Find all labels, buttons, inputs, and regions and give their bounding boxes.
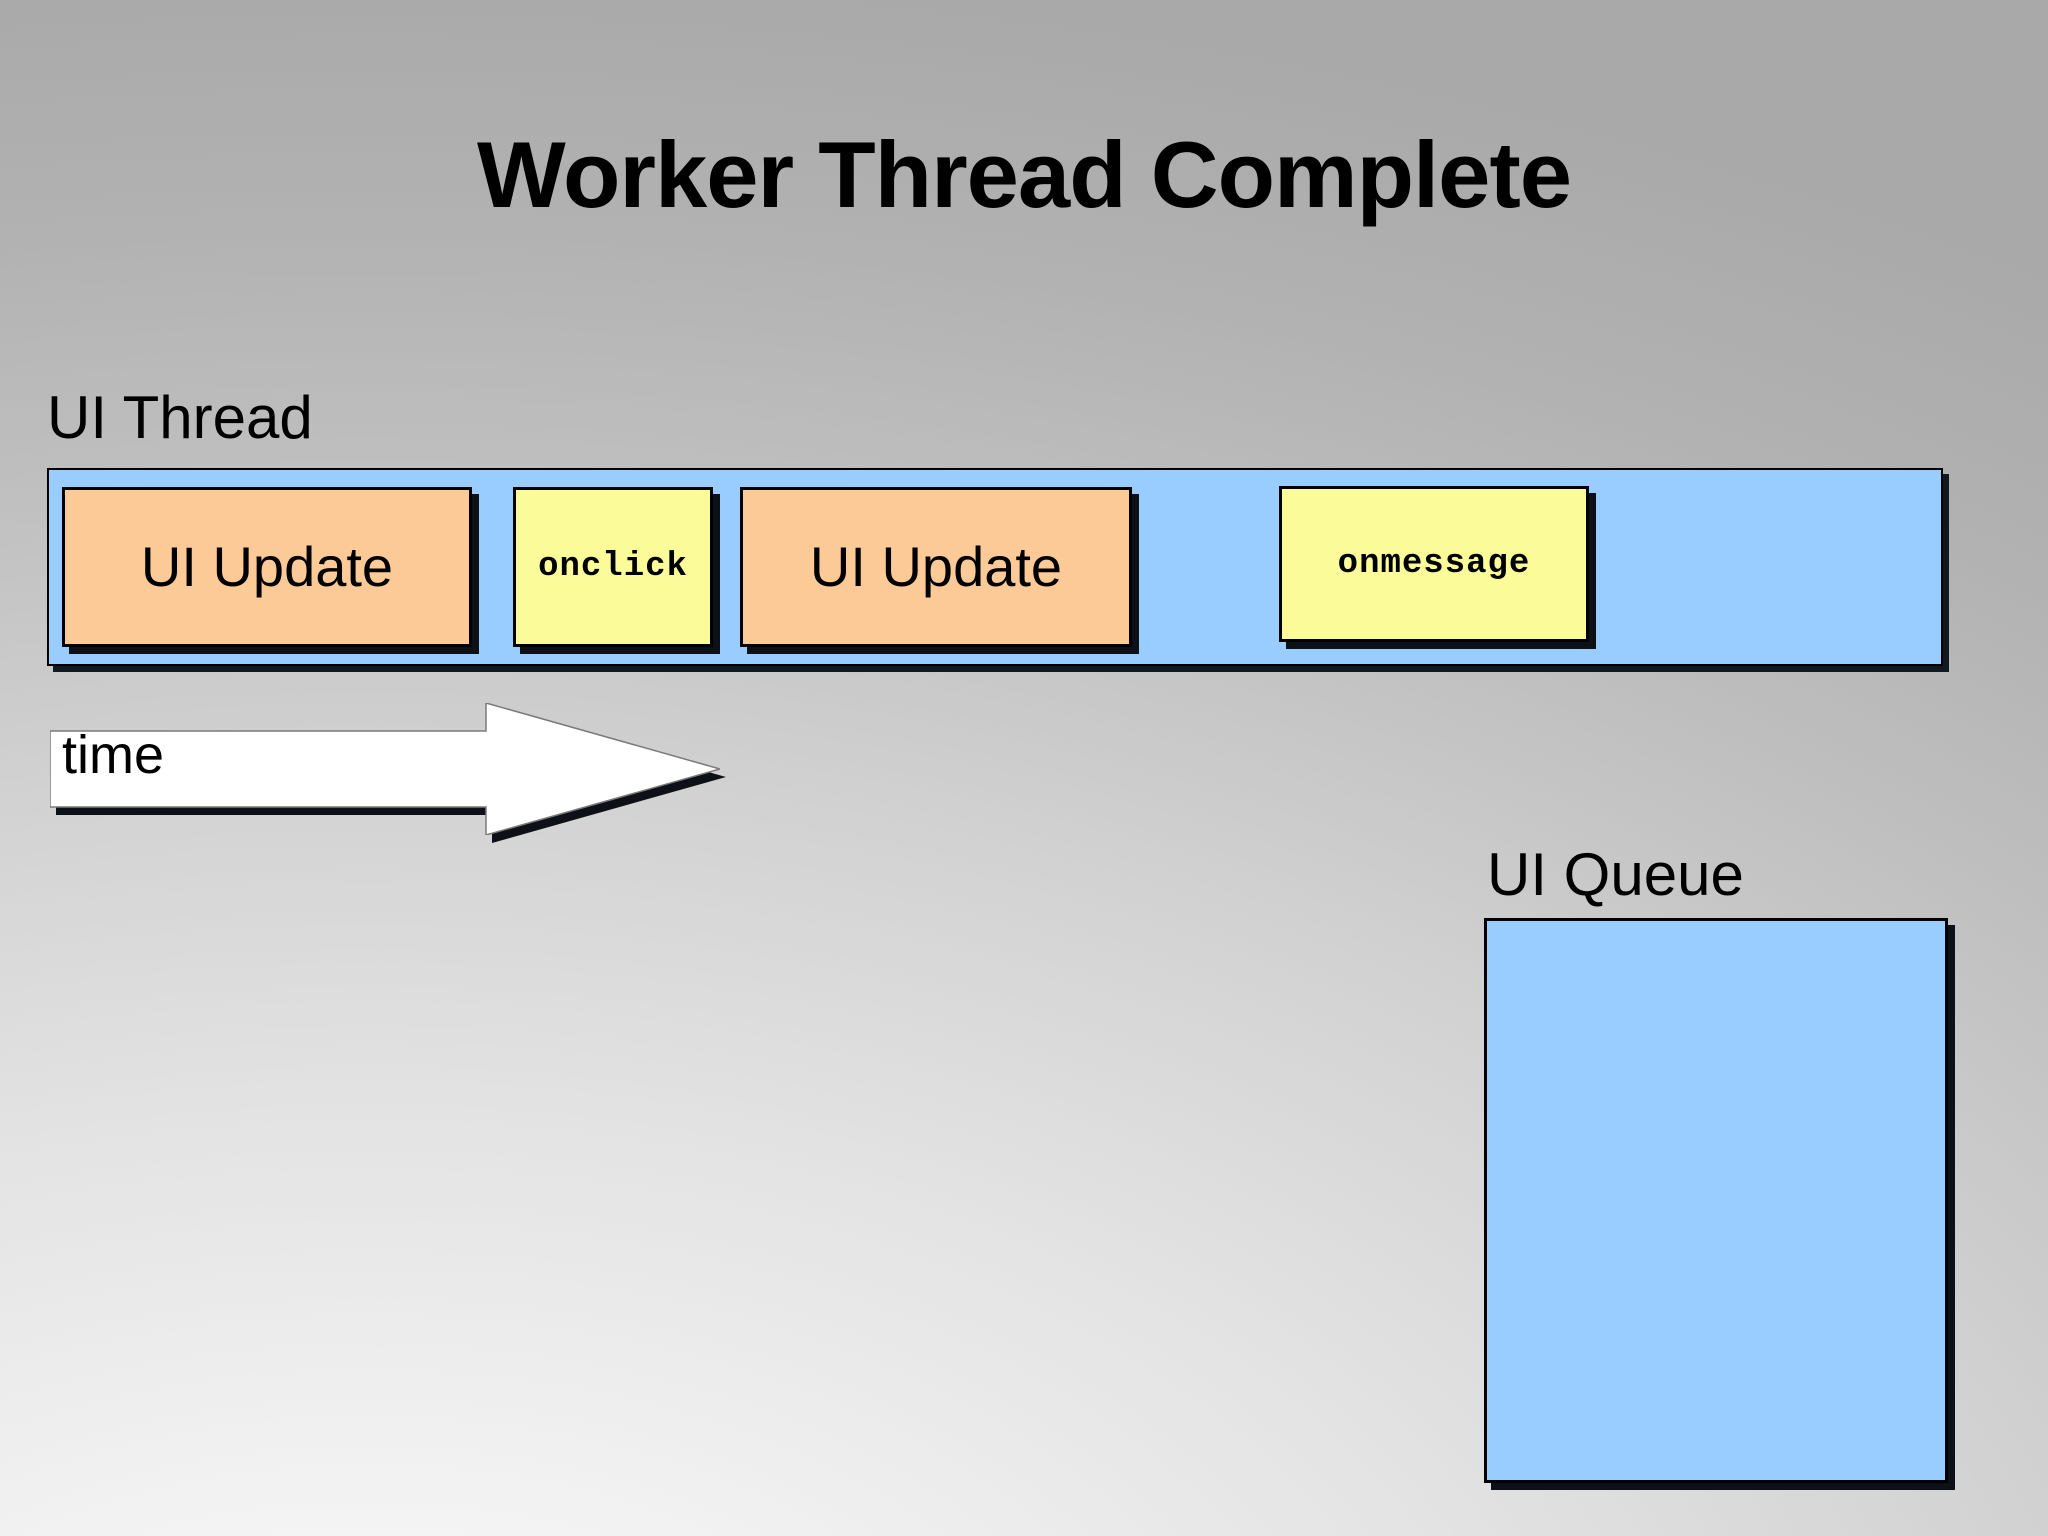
ui-queue-box[interactable] <box>1484 918 1948 1483</box>
timeline-block-ui-update-2[interactable]: UI Update <box>740 487 1132 647</box>
page-title: Worker Thread Complete <box>476 122 1572 227</box>
timeline-block-onclick[interactable]: onclick <box>513 487 713 647</box>
timeline-block-ui-update-1[interactable]: UI Update <box>62 487 472 647</box>
ui-thread-label: UI Thread <box>47 384 313 451</box>
timeline-block-onmessage[interactable]: onmessage <box>1279 486 1589 642</box>
time-axis-label: time <box>62 725 165 785</box>
time-arrow <box>50 703 726 843</box>
time-arrow-icon <box>50 703 720 835</box>
ui-queue-label: UI Queue <box>1487 841 1744 908</box>
